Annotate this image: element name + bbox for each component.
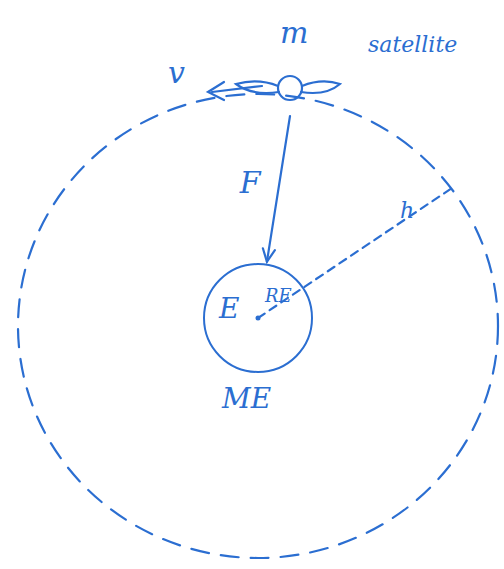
edge-label: F <box>240 168 261 198</box>
earth-center <box>256 316 261 321</box>
earth-circle: E RE <box>203 263 313 373</box>
force-arrow <box>267 116 290 262</box>
satellite-wing <box>301 81 340 93</box>
velocity-arrow <box>212 86 262 92</box>
node-label: m <box>280 18 308 48</box>
satellite-body <box>278 76 302 100</box>
satellite-group: m satellite <box>240 12 480 114</box>
node-label: satellite <box>368 34 457 56</box>
arrow-head <box>208 82 224 100</box>
arrow-head <box>263 248 275 261</box>
symbol-label: v <box>168 58 185 88</box>
symbol-label: ME <box>222 385 271 413</box>
radius-line <box>258 186 455 318</box>
orbit-path <box>18 94 498 558</box>
symbol-label: h <box>400 200 414 222</box>
node-label: RE <box>265 287 292 305</box>
node-label: E <box>219 295 239 323</box>
